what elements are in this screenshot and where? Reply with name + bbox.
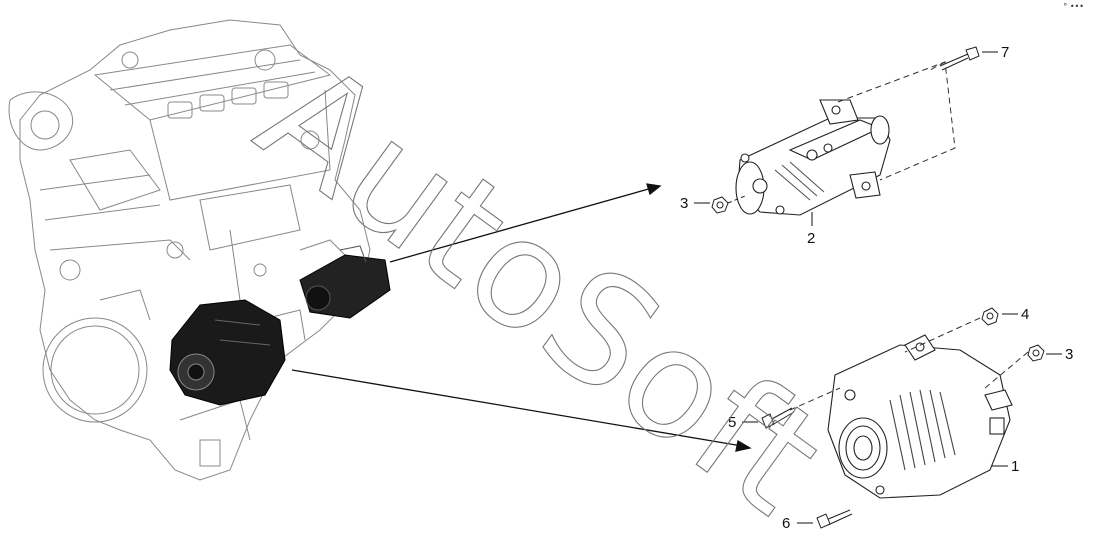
callout-3-lower: 3	[1065, 346, 1073, 363]
callout-6: 6	[782, 515, 790, 532]
engine-block-icon	[8, 19, 371, 481]
nut-4-icon	[981, 307, 999, 326]
leader-arrows	[291, 183, 752, 452]
bolt-5-icon	[761, 407, 795, 429]
bolt-6-icon	[816, 509, 853, 529]
callout-5: 5	[728, 414, 736, 431]
alternator-icon	[827, 334, 1013, 499]
callout-1: 1	[1011, 458, 1019, 475]
bolt-7-dashed-leader	[837, 61, 956, 181]
callout-7: 7	[1001, 44, 1009, 61]
nut-3-lower-icon	[1027, 344, 1045, 362]
alternator-insitu-icon	[169, 299, 286, 406]
callout-3-upper: 3	[680, 195, 688, 212]
callout-leaders	[694, 51, 1062, 524]
callout-2: 2	[807, 230, 815, 247]
bolt-7-icon	[939, 46, 980, 71]
corner-mark: ° •••	[1063, 2, 1084, 11]
alternator-dashed-leaders	[789, 317, 1029, 411]
callout-4: 4	[1021, 306, 1029, 323]
starter-insitu-icon	[299, 245, 391, 319]
nut-3-upper-icon	[711, 195, 746, 214]
starter-motor-icon	[735, 99, 891, 216]
